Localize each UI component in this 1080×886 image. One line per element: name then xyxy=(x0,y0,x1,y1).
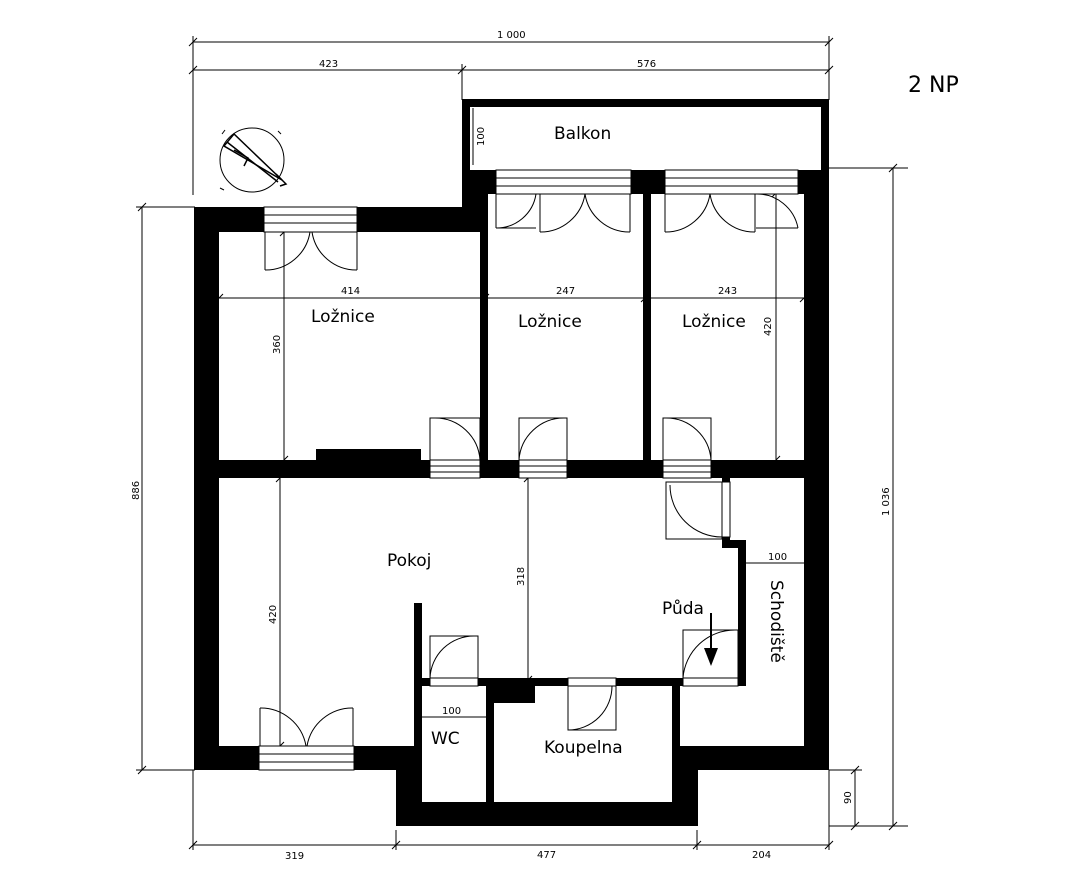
north-arrow-icon xyxy=(219,127,288,193)
dim-loznice-left-width: 414 xyxy=(341,286,360,297)
room-label-loznice-right: Ložnice xyxy=(682,312,746,332)
doors xyxy=(259,193,799,747)
room-label-puda: Půda xyxy=(662,599,704,619)
room-label-wc: WC xyxy=(431,729,460,749)
dim-pokoj-depth: 420 xyxy=(268,605,279,624)
dim-schodiste-width: 100 xyxy=(768,552,787,563)
dim-bottom-mid: 477 xyxy=(537,850,556,861)
dim-top-total: 1 000 xyxy=(497,30,526,41)
dim-loznice-mid-width: 247 xyxy=(556,286,575,297)
stair-arrow xyxy=(704,613,718,666)
dim-loznice-right-width: 243 xyxy=(718,286,737,297)
dim-right-total: 1 036 xyxy=(881,487,892,516)
dim-bottom-left: 319 xyxy=(285,851,304,862)
dim-bottom-step: 90 xyxy=(843,791,854,804)
dim-left-total: 886 xyxy=(131,481,142,500)
windows xyxy=(258,169,799,771)
dim-bottom-right: 204 xyxy=(752,850,771,861)
dim-top-right: 576 xyxy=(637,59,656,70)
dim-loznice-left-depth: 360 xyxy=(272,335,283,354)
dim-loznice-right-depth: 420 xyxy=(763,317,774,336)
dim-puda-depth: 318 xyxy=(516,567,527,586)
room-label-loznice-mid: Ložnice xyxy=(518,312,582,332)
room-label-balkon: Balkon xyxy=(554,124,611,144)
floor-label: 2 NP xyxy=(908,73,959,98)
room-label-koupelna: Koupelna xyxy=(544,738,623,758)
dim-top-left: 423 xyxy=(319,59,338,70)
dim-wc-width: 100 xyxy=(442,706,461,717)
room-label-schodiste: Schodiště xyxy=(766,580,786,663)
room-label-loznice-left: Ložnice xyxy=(311,307,375,327)
dimension-lines xyxy=(136,36,908,850)
dim-balkon-depth: 100 xyxy=(476,127,487,146)
room-label-pokoj: Pokoj xyxy=(387,551,431,571)
